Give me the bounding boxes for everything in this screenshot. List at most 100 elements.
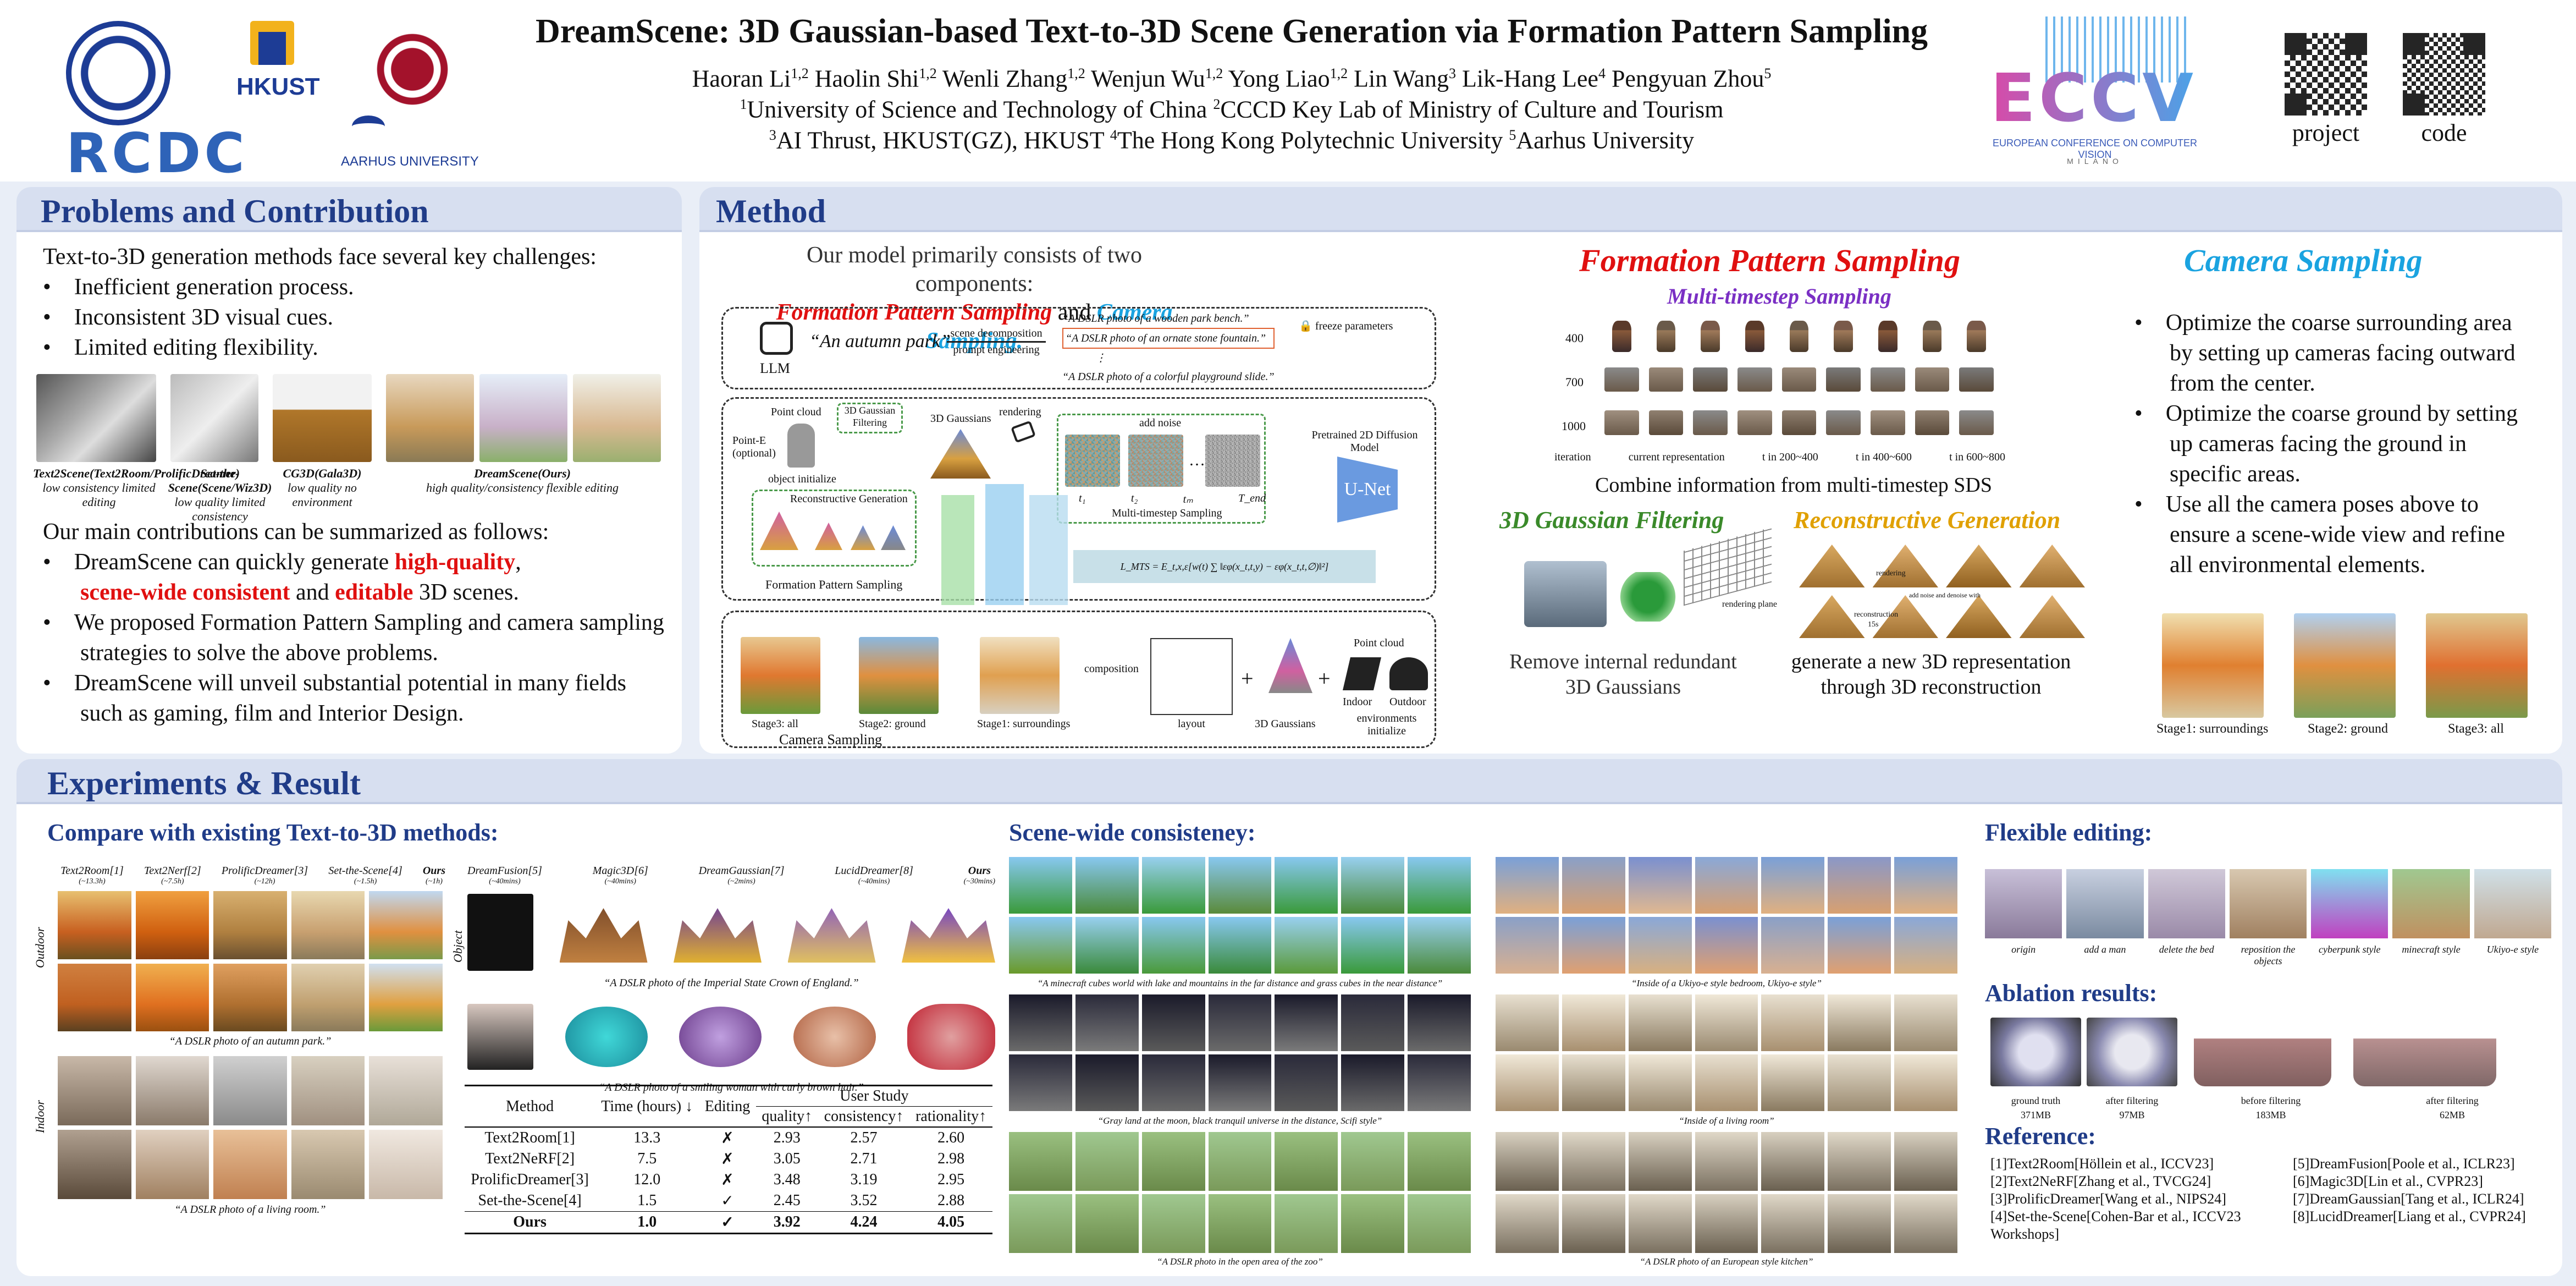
challenges-intro: Text-to-3D generation methods face sever… bbox=[43, 244, 597, 270]
table-cell: 3.48 bbox=[773, 1171, 801, 1188]
text2scene-image bbox=[36, 374, 156, 462]
composition-label: composition bbox=[1084, 663, 1139, 675]
table-cell: 2.93 bbox=[773, 1129, 801, 1146]
gaussians-label: 3D Gaussians bbox=[930, 413, 991, 425]
recon-rendering-label: rendering bbox=[1876, 569, 1906, 578]
cons-caption-5: “A DSLR photo in the open area of the zo… bbox=[1157, 1256, 1323, 1267]
llm-label: LLM bbox=[760, 360, 790, 376]
caption-cg3d: CG3D(Gala3D)low quality no environment bbox=[283, 466, 362, 509]
ustc-logo bbox=[66, 21, 170, 125]
recon-label: Reconstructive Generation bbox=[790, 493, 908, 505]
results-table: Method Time (hours) ↓ Editing User Study… bbox=[465, 1085, 992, 1234]
recon-desc: generate a new 3D representation through… bbox=[1791, 650, 2071, 699]
table-cell: 3.52 bbox=[850, 1192, 878, 1209]
crown-row bbox=[467, 891, 995, 974]
cons-grid-1 bbox=[1009, 857, 1471, 974]
table-cell: Text2Room[1] bbox=[484, 1129, 575, 1146]
table-cell: 3.19 bbox=[850, 1171, 878, 1188]
flow-arrow-1 bbox=[941, 495, 974, 605]
recon-15s-label: 15s bbox=[1868, 620, 1879, 629]
method-panel: Method Our model primarily consists of t… bbox=[699, 187, 2562, 754]
scene-method-headers: Text2Room[1](~13.3h) Text2Nerf[2](~7.5h)… bbox=[60, 865, 445, 886]
woman-row bbox=[467, 996, 995, 1078]
table-cell: Ours bbox=[513, 1213, 547, 1230]
rendering-plane-label: rendering plane bbox=[1722, 600, 1777, 609]
crown-caption: “A DSLR photo of the Imperial State Crow… bbox=[604, 977, 859, 989]
lock-icon: 🔒 freeze parameters bbox=[1299, 320, 1393, 332]
code-label: code bbox=[2421, 119, 2467, 146]
reference-title: Reference: bbox=[1985, 1123, 2096, 1150]
experiments-panel: Experiments & Result Compare with existi… bbox=[16, 759, 2562, 1276]
table-cell: Set-the-Scene[4] bbox=[478, 1192, 582, 1209]
recon-grid bbox=[1799, 545, 2085, 638]
mts-grid bbox=[1601, 316, 1997, 443]
mts-title: Multi-timestep Sampling bbox=[1667, 284, 1891, 309]
eccv-logo: ECCV EUROPEAN CONFERENCE ON COMPUTER VIS… bbox=[1979, 17, 2210, 171]
code-qr-code[interactable] bbox=[2403, 33, 2485, 116]
add-noise-label: add noise bbox=[1139, 417, 1182, 429]
layout-label: layout bbox=[1178, 718, 1205, 730]
table-cell: ✗ bbox=[721, 1172, 734, 1189]
stage3-image bbox=[741, 637, 820, 714]
experiments-header: Experiments & Result bbox=[16, 759, 2562, 804]
noise-image-2 bbox=[1128, 435, 1183, 487]
cam-point: • Optimize the coarse surrounding area b… bbox=[2134, 310, 2516, 396]
compare-title: Compare with existing Text-to-3D methods… bbox=[47, 819, 499, 846]
indoor-shape bbox=[1343, 657, 1381, 690]
refs-right: [5]DreamFusion[Poole et al., ICLR23][6]M… bbox=[2293, 1156, 2526, 1224]
table-cell: ✗ bbox=[721, 1130, 734, 1147]
caption-dreamscene: DreamScene(Ours)high quality/consistency… bbox=[426, 466, 619, 494]
affiliations-2: 3AI Thrust, HKUST(GZ), HKUST 4The Hong K… bbox=[769, 127, 1695, 154]
object-method-headers: DreamFusion[5](~40mins) Magic3D[6](~40mi… bbox=[467, 865, 995, 886]
contrib-list: • DreamScene can quickly generate high-q… bbox=[43, 547, 670, 729]
hkust-logo: HKUST bbox=[236, 21, 320, 103]
caption-text2scene: Text2Scene(Text2Room/ProlificDreamer)low… bbox=[33, 466, 240, 509]
outdoor-caption: “A DSLR photo of an autumn park.” bbox=[169, 1035, 332, 1047]
problems-header: Problems and Contribution bbox=[16, 187, 682, 232]
contrib-intro: Our main contributions can be summarized… bbox=[43, 519, 549, 545]
layout-box bbox=[1150, 638, 1233, 715]
cam-points: • Optimize the coarse surrounding area b… bbox=[2134, 308, 2530, 580]
consistency-title: Scene-wide consisteney: bbox=[1009, 819, 1256, 846]
fps-title: Formation Pattern Sampling bbox=[1579, 243, 1960, 278]
llm-prompt: “An autumn park” bbox=[809, 331, 951, 351]
object-label: Object bbox=[451, 930, 465, 963]
recon-noise-label: add noise and denoise with bbox=[1909, 591, 1981, 599]
problems-panel: Problems and Contribution Text-to-3D gen… bbox=[16, 187, 682, 754]
table-cell: 2.60 bbox=[937, 1129, 965, 1146]
indoor-label: Indoor bbox=[1343, 696, 1372, 708]
cons-grid-4 bbox=[1496, 994, 1957, 1111]
outdoor-label: Outdoor bbox=[1389, 696, 1426, 708]
ablation-title: Ablation results: bbox=[1985, 980, 2158, 1007]
woman-caption: “A DSLR photo of a smiling woman with cu… bbox=[599, 1081, 864, 1093]
cons-caption-1: “A minecraft cubes world with lake and m… bbox=[1037, 978, 1443, 988]
indoor-label: Indoor bbox=[33, 1100, 47, 1133]
editing-title: Flexible editing: bbox=[1985, 819, 2153, 846]
method-header: Method bbox=[699, 187, 2562, 232]
challenge-item: • Limited editing flexibility. bbox=[43, 335, 318, 360]
eccv-milano: MILANO bbox=[2067, 157, 2123, 166]
experiments-heading: Experiments & Result bbox=[47, 765, 361, 801]
mts-label: Multi-timestep Sampling bbox=[1112, 507, 1222, 519]
table-cell: 12.0 bbox=[633, 1171, 661, 1188]
editing-grid bbox=[1985, 869, 2551, 938]
dreamscene-image-1 bbox=[386, 374, 474, 462]
challenges-list: • Inefficient generation process. • Inco… bbox=[43, 272, 354, 363]
gaussians-label-2: 3D Gaussians bbox=[1255, 718, 1316, 730]
recon-reconstruction-label: reconstruction bbox=[1854, 611, 1899, 619]
project-qr-code[interactable] bbox=[2285, 33, 2367, 116]
challenge-item: • Inconsistent 3D visual cues. bbox=[43, 305, 333, 330]
rendering-label: rendering bbox=[999, 406, 1041, 418]
table-cell: 3.92 bbox=[773, 1213, 801, 1230]
env-point-cloud-label: Point cloud bbox=[1354, 637, 1404, 649]
ablation-after-1 bbox=[2087, 1018, 2177, 1086]
env-init-label: environments initialize bbox=[1356, 712, 1417, 737]
flow-arrow-2 bbox=[985, 484, 1024, 605]
cons-caption-3: “Gray land at the moon, black tranquil u… bbox=[1097, 1115, 1382, 1126]
